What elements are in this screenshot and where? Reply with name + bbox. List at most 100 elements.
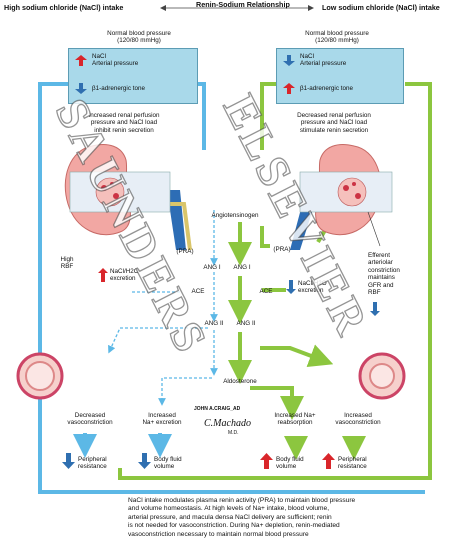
left-decreased-vaso-line2: vasoconstriction [67,419,113,427]
right-box-caption-line1: Normal blood pressure [305,30,369,37]
left-box-row-nacl: NaCl Arterial pressure [75,53,138,68]
right-efferent-line2: arteriolar [368,259,393,267]
caption-line2: and volume homeostasis. At high levels o… [128,505,330,513]
right-glomerulus-inset [299,171,393,213]
right-body-fluid-line2: volume [276,463,297,471]
left-box-row1-text: NaCl Arterial pressure [92,53,139,68]
up-red-arrow-icon [260,453,273,469]
left-excretion-line1: NaCl/H2O [110,268,139,275]
left-increased-na-label: Increased Na+ excretion [134,412,190,427]
ang1-left-label: ANG I [203,264,221,271]
header-right-label: Low sodium chloride (NaCl) intake [322,3,440,12]
right-box-caption: Normal blood pressure (120/80 mmHg) [272,30,402,45]
up-red-arrow-icon [283,83,295,94]
right-efferent-line6: RBF [368,289,381,297]
right-efferent-line4: maintains [368,274,395,282]
left-box-caption: Normal blood pressure (120/80 mmHg) [84,30,194,45]
left-box-caption-line2: (120/80 mmHg) [117,37,161,45]
right-excretion-line1: NaCl/H2O [298,280,327,287]
left-inhibit-line3: inhibit renin secretion [94,126,154,134]
left-decreased-vaso-line1: Decreased [74,412,106,419]
ang2-left-label: ANG II [204,320,224,327]
right-efferent-label: Efferent arteriolar constriction maintai… [368,252,428,296]
right-pra-label: (PRA) [273,246,291,253]
header-left-label: High sodium chloride (NaCl) intake [4,3,124,12]
caption-line3: arterial pressure, and macula densa NaCl… [128,513,332,521]
right-body-fluid-line1: Body fluid [276,456,304,463]
up-red-arrow-icon [322,453,335,469]
left-increased-na-line1: Increased [148,412,176,419]
right-decreased-line2: pressure and NaCl load [300,119,368,127]
efferent-pointer [367,211,381,247]
right-status-box: NaCl Arterial pressure β1-adrenergic ton… [276,48,404,104]
up-red-arrow-icon [75,54,87,66]
header-arrow-line [160,5,314,11]
right-peripheral-line1: Peripheral [338,456,367,463]
right-body-fluid-label: Body fluid volume [276,456,326,471]
right-increased-na-line2: reabsorption [277,419,313,427]
right-increased-na-line1: Increased Na+ [274,412,316,419]
caption-line5: vasoconstriction necessary to maintain n… [128,530,309,538]
down-blue-arrow-icon [370,302,380,316]
left-high-rbf-label: High RBF [52,256,82,271]
down-blue-arrow-icon [62,453,75,469]
left-body-fluid-label: Body fluid volume [154,456,204,471]
left-box-caption-line1: Normal blood pressure [107,30,171,37]
right-efferent-line5: GFR and [368,281,394,289]
left-excretion-label: NaCl/H2O excretion [110,268,170,283]
artist-signature-name: JOHN A.CRAIG_AD [194,406,241,412]
left-feedback-loop [38,82,425,494]
right-box-caption-line2: (120/80 mmHg) [315,37,359,45]
left-dashed-pathway [108,210,218,406]
right-increased-vaso-label: Increased vasoconstriction [326,412,390,427]
artist-signature-md: M.D. [228,430,239,436]
down-blue-arrow-icon [283,54,295,66]
angiotensinogen-label: Angiotensinogen [211,212,259,219]
left-body-fluid-line1: Body fluid [154,456,182,463]
right-increased-vaso-line2: vasoconstriction [335,419,381,427]
left-body-fluid-line2: volume [154,463,175,471]
left-pra-label: (PRA) [176,248,194,255]
caption-line1: NaCl intake modulates plasma renin activ… [128,497,356,504]
right-decreased-line1: Decreased renal perfusion [297,112,371,119]
ace-right-label: ACE [259,288,273,295]
left-down-arrows [73,433,172,458]
up-red-arrow-icon [98,268,108,282]
left-status-box: NaCl Arterial pressure β1-adrenergic ton… [68,48,198,104]
left-inhibit-line2: pressure and NaCl load [90,119,158,127]
right-decreased-label: Decreased renal perfusion pressure and N… [272,112,396,134]
left-decreased-vaso-label: Decreased vasoconstriction [58,412,122,427]
left-box-row-beta: β1-adrenergic tone [75,83,145,94]
artist-signature-script: C.Machado [204,418,251,429]
left-increased-na-line2: Na+ excretion [142,419,182,427]
ace-left-label: ACE [191,288,205,295]
aldosterone-label: Aldosterone [223,378,257,385]
right-increased-vaso-line1: Increased [344,412,372,419]
left-glomerulus-inset [69,171,171,213]
right-decreased-line3: stimulate renin secretion [299,126,369,134]
right-box-row-nacl: NaCl Arterial pressure [283,53,346,68]
left-excretion-line2: excretion [110,275,136,283]
ang2-right-label: ANG II [236,320,256,327]
high-rbf-line2: RBF [60,263,74,271]
left-peripheral-label: Peripheral resistance [78,456,128,471]
left-vessel-cross-section [16,352,64,400]
high-rbf-line1: High [60,256,74,263]
right-efferent-line1: Efferent [368,252,390,259]
right-excretion-label: NaCl/H2O excretion [298,280,358,295]
ang1-right-label: ANG I [233,264,251,271]
down-blue-arrow-icon [75,83,87,94]
right-efferent-line3: constriction [368,266,400,274]
right-box-row-beta: β1-adrenergic tone [283,83,353,94]
left-peripheral-line1: Peripheral [78,456,107,463]
left-inhibit-line1: Increased renal perfusion [88,112,160,119]
left-inhibit-label: Increased renal perfusion pressure and N… [64,112,184,134]
caption-line4: is not needed for vasoconstriction. Duri… [128,522,340,530]
right-box-row2-text: β1-adrenergic tone [300,85,353,92]
right-peripheral-line2: resistance [338,463,367,471]
diagram-title: Renin-Sodium Relationship [196,0,290,9]
right-box-row1-text: NaCl Arterial pressure [300,53,347,68]
left-box-row2-text: β1-adrenergic tone [92,85,145,92]
down-blue-arrow-icon [138,453,151,469]
right-increased-na-label: Increased Na+ reabsorption [264,412,326,427]
